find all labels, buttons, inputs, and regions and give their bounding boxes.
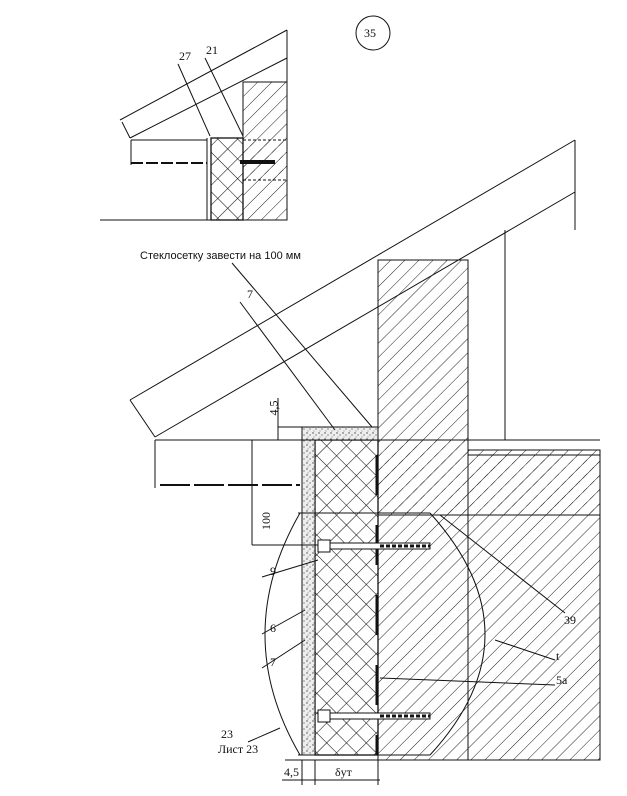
detail-number: 35 (364, 26, 376, 40)
main-section (129, 139, 601, 785)
label-plaster-finish: 7 (270, 655, 276, 669)
label-wall: t (556, 649, 560, 663)
anchor-bottom (317, 709, 431, 723)
dim-bottom-thickness: 4,5 (284, 765, 299, 779)
label-insulation: 5а (556, 673, 568, 687)
dim-overlap: 100 (259, 512, 273, 530)
label-ceiling: 39 (564, 613, 576, 627)
mesh-note: Стеклосетку завести на 100 мм (140, 250, 301, 262)
label-plaster-base: 6 (270, 621, 276, 635)
inset-label-21: 21 (206, 43, 218, 57)
ref-sheet: Лист 23 (218, 742, 259, 756)
inset-label-27: 27 (179, 49, 191, 63)
detail-number-marker (355, 15, 391, 51)
ref-number: 23 (221, 727, 233, 741)
label-mesh: 7 (247, 287, 253, 301)
label-dowel: 9 (270, 564, 276, 578)
dim-top-thickness: 4,5 (266, 400, 281, 416)
anchor-top (317, 539, 431, 553)
dim-insulation-thickness: δут (335, 765, 352, 779)
inset-detail (100, 29, 288, 221)
